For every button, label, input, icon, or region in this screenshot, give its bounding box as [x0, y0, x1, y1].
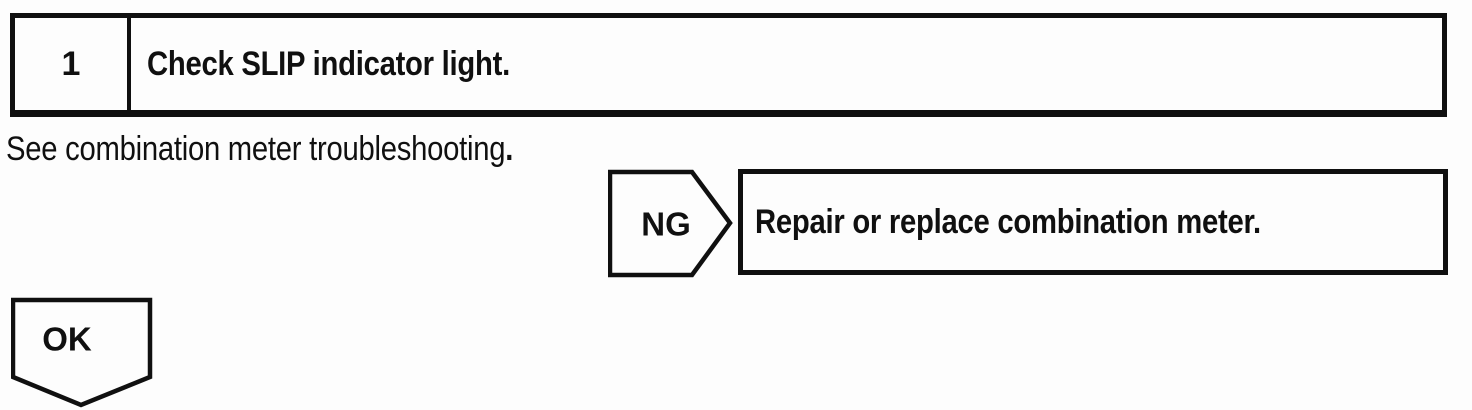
ng-connector-shape: NG [608, 169, 733, 278]
ng-action-box: Repair or replace combination meter. [738, 169, 1448, 275]
ng-pentagon-outline [608, 169, 733, 278]
ok-pentagon-outline [11, 297, 153, 408]
instruction-wrap: See combination meter troubleshooting. [6, 129, 513, 169]
instruction-text: See combination meter troubleshooting [6, 130, 506, 168]
step-header-box: 1 Check SLIP indicator light. [10, 13, 1447, 117]
instruction-period: . [505, 130, 514, 168]
ok-connector-shape: OK [11, 297, 153, 408]
instruction-line: See combination meter troubleshooting. [6, 129, 596, 169]
step-title-cell: Check SLIP indicator light. [131, 18, 1442, 110]
step-number: 1 [15, 18, 131, 110]
ok-label: OK [42, 321, 92, 358]
step-title: Check SLIP indicator light. [147, 44, 510, 83]
ng-action-text: Repair or replace combination meter. [755, 202, 1261, 241]
ng-label: NG [641, 206, 691, 243]
